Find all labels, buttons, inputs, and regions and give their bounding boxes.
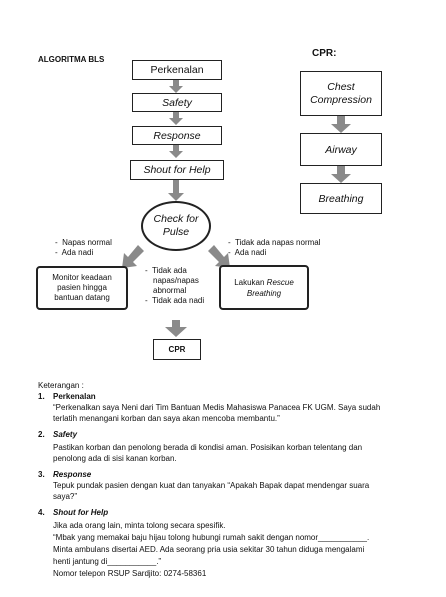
note-1-number: 1. [38, 392, 45, 401]
note-3-number: 3. [38, 470, 45, 479]
breathing-label: Breathing [318, 192, 364, 205]
airway-box: Airway [300, 133, 382, 166]
shout-box: Shout for Help [130, 160, 224, 180]
arrow-check-monitor [122, 245, 144, 268]
right-condition-2: - Ada nadi [228, 248, 267, 257]
cpr-title: CPR: [312, 48, 337, 59]
cpr-box: CPR [153, 339, 201, 360]
monitor-line2: pasien hingga [57, 283, 107, 292]
breathing-box: Breathing [300, 183, 382, 214]
note-4-line-2: “Mbak yang memakai baju hijau tolong hub… [53, 533, 370, 542]
safety-box: Safety [132, 93, 222, 112]
note-4-line-3: Minta ambulans disertai AED. Ada seorang… [53, 545, 365, 554]
rescue-line1: Lakukan Rescue [234, 277, 294, 287]
note-4-body: Jika ada orang lain, minta tolong secara… [53, 520, 413, 580]
note-3-body: Tepuk pundak pasien dengan kuat dan tany… [53, 480, 413, 502]
airway-label: Airway [325, 143, 357, 156]
note-1-line-1: “Perkenalkan saya Neni dari Tim Bantuan … [53, 403, 381, 412]
note-4-line-4: henti jantung di___________.” [53, 557, 162, 566]
note-4-line-1: Jika ada orang lain, minta tolong secara… [53, 521, 226, 530]
check-line2: Pulse [162, 226, 190, 238]
middle-condition-1b: napas/napas [153, 276, 199, 285]
left-condition-1: - Napas normal [55, 238, 112, 247]
arrow-check-cpr [165, 320, 187, 337]
note-3-line-2: saya?” [53, 492, 78, 501]
left-condition-2: - Ada nadi [55, 248, 94, 257]
response-box: Response [132, 126, 222, 145]
note-4-line-5: Nomor telepon RSUP Sardjito: 0274-58361 [53, 569, 207, 578]
note-1-body: “Perkenalkan saya Neni dari Tim Bantuan … [53, 402, 413, 424]
note-4-number: 4. [38, 508, 45, 517]
note-1-title: Perkenalan [53, 392, 96, 401]
note-2-line-2: penolong ada di sisi kanan korban. [53, 454, 177, 463]
response-label: Response [153, 129, 201, 142]
middle-condition-1c: abnormal [153, 286, 187, 295]
arrow-safety-response [169, 112, 183, 125]
monitor-box: Monitor keadaan pasien hingga bantuan da… [36, 266, 128, 310]
cpr-label: CPR [168, 345, 186, 354]
check-line1: Check for [153, 213, 199, 225]
arrow-shout-check [168, 180, 184, 201]
notes-heading: Keterangan : [38, 381, 84, 390]
note-2-line-1: Pastikan korban dan penolong berada di k… [53, 443, 363, 452]
monitor-line3: bantuan datang [54, 293, 110, 302]
diagram-title: ALGORITMA BLS [38, 55, 105, 64]
note-1-line-2: terlatih menangani korban dan saya akan … [53, 414, 280, 423]
left-conditions: - Napas normal - Ada nadi [55, 238, 112, 258]
monitor-line1: Monitor keadaan [52, 273, 112, 282]
right-conditions: - Tidak ada napas normal - Ada nadi [228, 238, 321, 258]
right-condition-1: - Tidak ada napas normal [228, 238, 321, 247]
arrow-response-shout [169, 145, 183, 158]
arrow-airway-breathing [331, 166, 351, 183]
perkenalan-label: Perkenalan [150, 64, 204, 76]
middle-conditions: - Tidak ada napas/napas abnormal - Tidak… [145, 266, 204, 306]
rescue-line2: Breathing [246, 288, 282, 298]
safety-label: Safety [162, 96, 192, 109]
chest-line1: Chest [327, 80, 355, 93]
rescue-breathing-box: Lakukan Rescue Breathing [219, 265, 309, 310]
chest-compression-box: Chest Compression [300, 71, 382, 116]
arrow-perkenalan-safety [169, 80, 183, 93]
chest-line2: Compression [310, 93, 372, 106]
note-3-line-1: Tepuk pundak pasien dengan kuat dan tany… [53, 481, 370, 490]
note-2-title: Safety [53, 430, 78, 439]
note-2-body: Pastikan korban dan penolong berada di k… [53, 442, 413, 464]
note-2-number: 2. [38, 430, 45, 439]
shout-label: Shout for Help [143, 164, 211, 176]
check-pulse-circle: Check for Pulse [141, 201, 211, 251]
arrow-check-rescue [208, 245, 230, 268]
perkenalan-box: Perkenalan [132, 60, 222, 80]
note-4-title: Shout for Help [53, 508, 109, 517]
middle-condition-1: - Tidak ada [145, 266, 187, 275]
arrow-chest-airway [331, 116, 351, 133]
middle-condition-2: - Tidak ada nadi [145, 296, 205, 305]
note-3-title: Response [53, 470, 92, 479]
